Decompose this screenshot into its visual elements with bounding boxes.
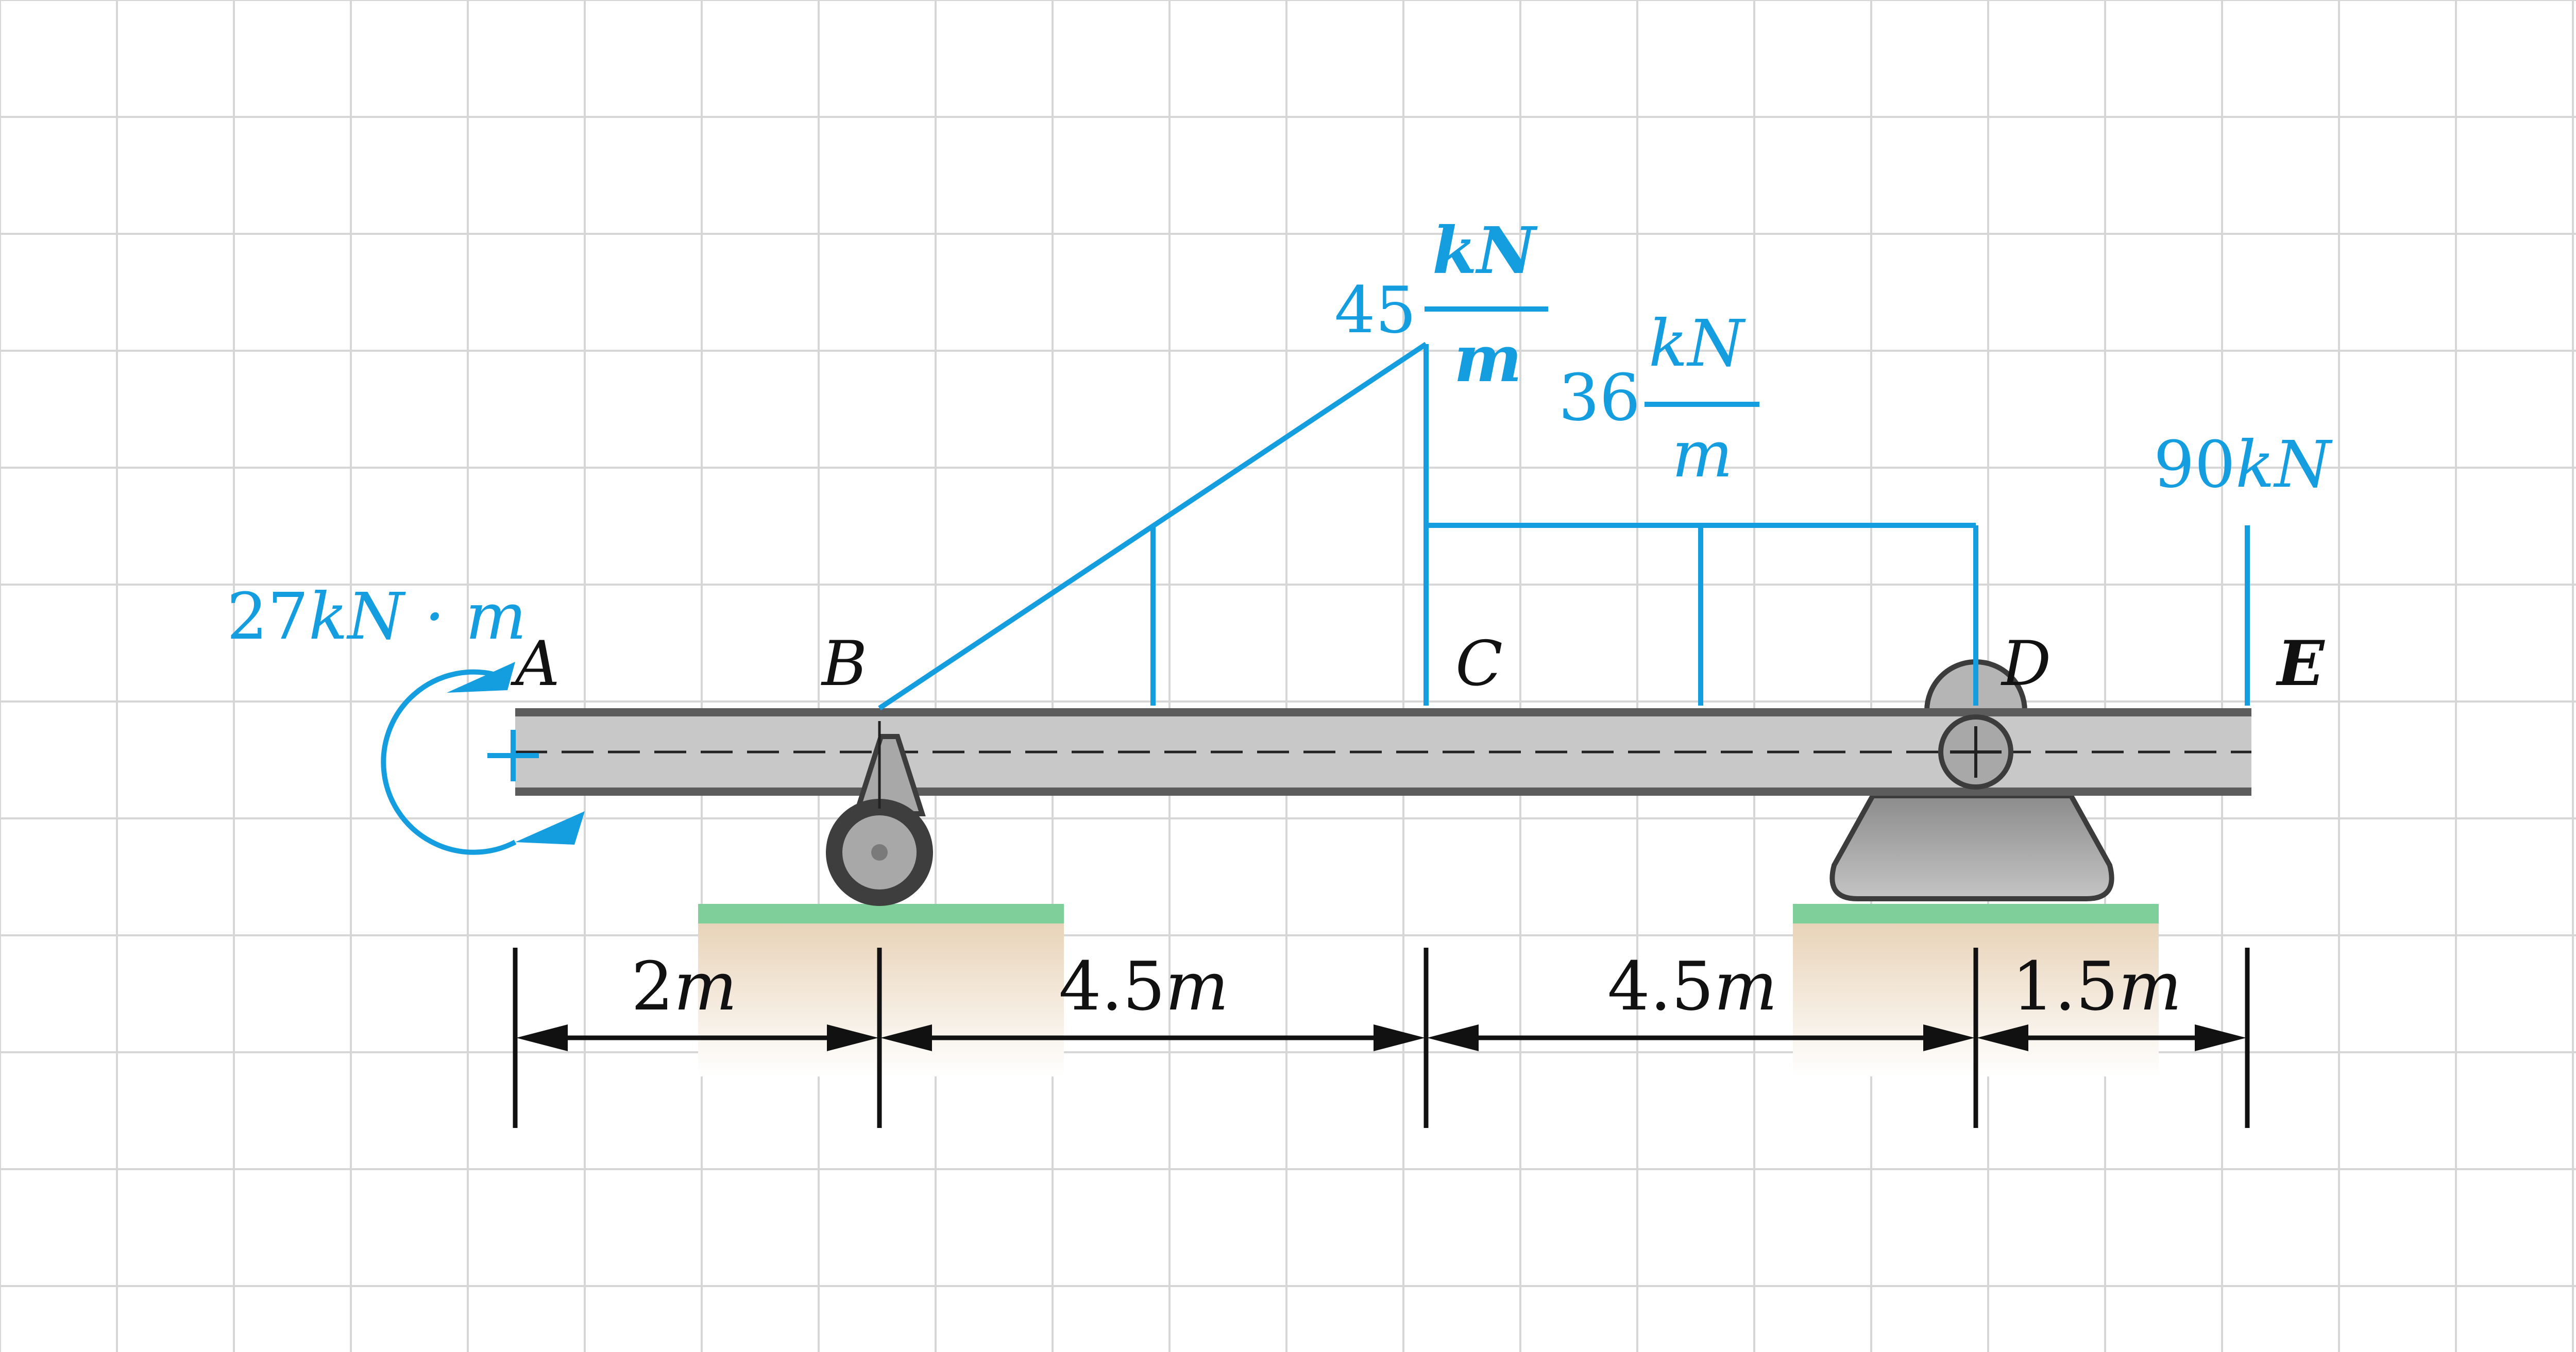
dimension-arrowhead bbox=[1374, 1024, 1425, 1051]
dim-label-cd: 4.5m bbox=[1607, 947, 1777, 1025]
moment-a bbox=[381, 662, 585, 855]
point-label-b: B bbox=[821, 628, 867, 700]
point-label-e: E bbox=[2276, 627, 2325, 700]
point-load-value: 90 bbox=[2154, 427, 2235, 502]
moment-unit: kN · m bbox=[309, 579, 527, 654]
moment-value: 27 bbox=[227, 579, 309, 654]
dim-bc-value: 4.5 bbox=[1059, 947, 1165, 1025]
point-label-a: A bbox=[510, 628, 560, 700]
pin-joint-d bbox=[1938, 714, 2013, 790]
point-label-c: C bbox=[1455, 628, 1503, 700]
triangular-load-value: 45 bbox=[1334, 273, 1416, 348]
dimension-arrowhead bbox=[2195, 1024, 2246, 1051]
uniform-load-numerator: kN bbox=[1649, 306, 1746, 381]
uniform-load bbox=[1426, 523, 1978, 706]
dim-ab-value: 2 bbox=[631, 947, 674, 1025]
dimension-arrows bbox=[516, 1024, 2246, 1051]
dim-de-unit: m bbox=[2119, 947, 2182, 1025]
uniform-load-denominator: m bbox=[1672, 417, 1733, 492]
triangular-load bbox=[878, 341, 1429, 711]
dimension-arrowhead bbox=[880, 1024, 932, 1051]
dimension-arrowhead bbox=[1427, 1024, 1479, 1051]
dim-label-bc: 4.5m bbox=[1059, 947, 1229, 1025]
dimension-arrowhead bbox=[1977, 1024, 2028, 1051]
point-load-label: 90kN bbox=[2154, 427, 2333, 502]
dim-label-ab: 2m bbox=[631, 947, 737, 1025]
dimension-arrowhead bbox=[827, 1024, 878, 1051]
dimension-arrowhead bbox=[1923, 1024, 1975, 1051]
dimension-lines bbox=[513, 948, 2250, 1128]
dim-cd-unit: m bbox=[1714, 947, 1777, 1025]
dimension-arrowhead bbox=[516, 1024, 568, 1051]
moment-label: 27kN · m bbox=[227, 579, 527, 654]
dim-ab-unit: m bbox=[674, 947, 737, 1025]
triangular-load-denominator: m bbox=[1454, 321, 1522, 397]
dim-cd-value: 4.5 bbox=[1607, 947, 1714, 1025]
point-label-d: D bbox=[2001, 628, 2051, 700]
point-load-unit: kN bbox=[2235, 427, 2333, 502]
dim-label-de: 1.5m bbox=[2012, 947, 2182, 1025]
triangular-load-numerator: kN bbox=[1432, 213, 1538, 288]
dim-bc-unit: m bbox=[1165, 947, 1229, 1025]
roller-support-b bbox=[826, 721, 933, 906]
uniform-load-value: 36 bbox=[1558, 361, 1640, 435]
dim-de-value: 1.5 bbox=[2012, 947, 2119, 1025]
